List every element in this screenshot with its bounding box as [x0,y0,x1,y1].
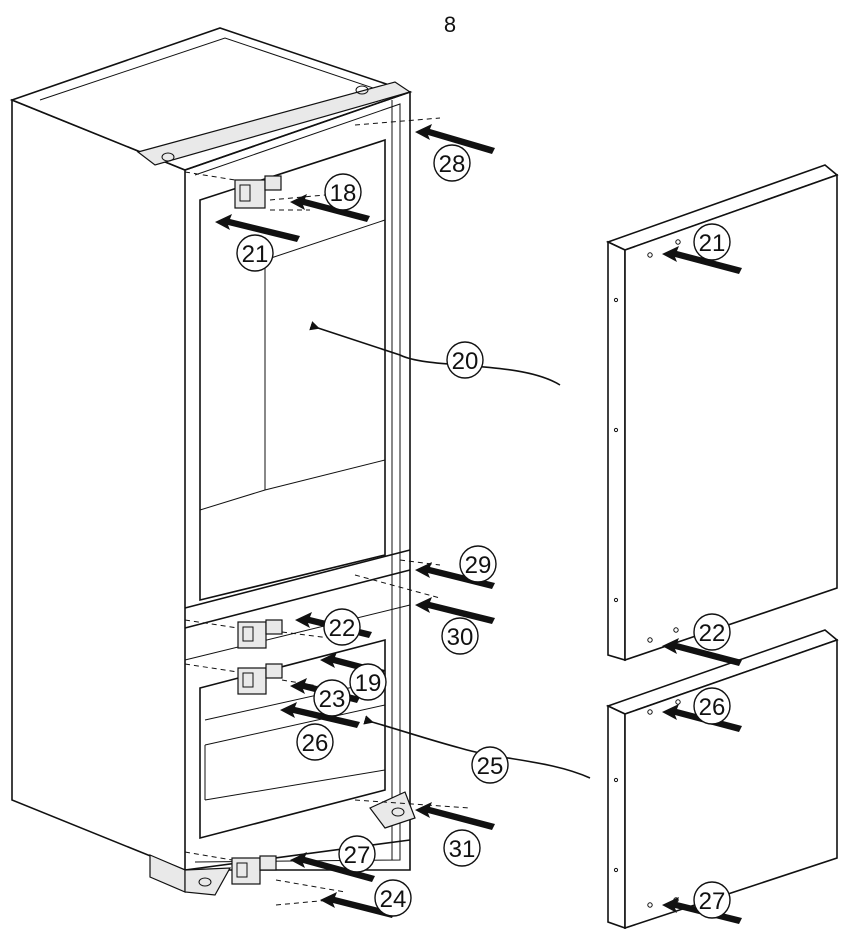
callout-19: 19 [349,663,387,701]
svg-text:22: 22 [329,615,356,642]
page-number: 8 [444,12,456,37]
screw-guide-lines [184,117,471,906]
callout-20: 20 [446,341,484,379]
svg-text:19: 19 [355,670,382,697]
callout-21-cabinet: 21 [236,234,274,272]
callout-29: 29 [459,545,497,583]
callout-24: 24 [374,879,412,917]
callout-30: 30 [441,617,479,655]
callout-22-door: 22 [693,613,731,651]
hinge-top [234,175,282,209]
callout-21-door: 21 [693,223,731,261]
svg-text:20: 20 [452,348,479,375]
svg-text:29: 29 [465,552,492,579]
callout-31: 31 [443,829,481,867]
svg-text:22: 22 [699,620,726,647]
svg-text:26: 26 [699,694,726,721]
upper-door-panel [605,164,839,662]
svg-text:25: 25 [477,753,504,780]
callout-25: 25 [471,746,509,784]
svg-text:27: 27 [699,888,726,915]
svg-text:31: 31 [449,836,476,863]
svg-text:21: 21 [242,241,269,268]
hinge-bottom [231,855,277,885]
svg-text:18: 18 [330,180,357,207]
svg-text:27: 27 [344,842,371,869]
leader-lines [309,321,591,779]
lower-door-panel [605,629,839,929]
hinge-middle-upper [237,619,283,649]
callout-23: 23 [313,679,351,717]
svg-text:24: 24 [380,886,407,913]
svg-text:28: 28 [439,151,466,178]
callout-28: 28 [433,144,471,182]
svg-text:23: 23 [319,686,346,713]
hinge-middle-lower [237,663,283,695]
svg-text:21: 21 [699,230,726,257]
callout-26-cabinet: 26 [296,723,334,761]
callout-18: 18 [324,173,362,211]
callout-26-door: 26 [693,687,731,725]
svg-text:30: 30 [447,624,474,651]
callout-22-cabinet: 22 [323,608,361,646]
cabinet-housing [9,27,416,896]
callout-27-door: 27 [693,881,731,919]
callout-27-cabinet: 27 [338,835,376,873]
svg-text:26: 26 [302,730,329,757]
